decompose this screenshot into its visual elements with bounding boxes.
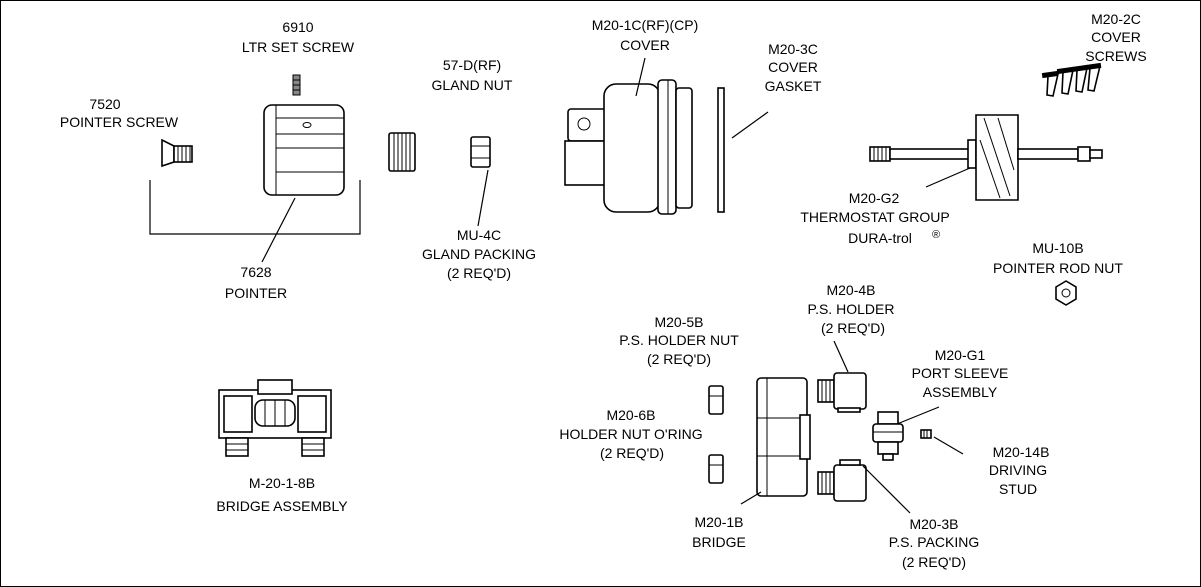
cover-screws-drawing	[1041, 62, 1102, 97]
set-screw-drawing	[292, 74, 301, 96]
ps-packing-drawing	[817, 459, 867, 502]
label-driving-stud: M20-14B DRIVING STUD	[989, 444, 1050, 497]
driving-stud-number: M20-14B	[993, 444, 1050, 460]
cover-drawing	[564, 79, 693, 215]
leader-pointer	[261, 197, 296, 263]
label-cover-gasket: M20-3C COVER GASKET	[765, 41, 822, 94]
bridge-drawing	[756, 377, 811, 497]
leader-driving-stud	[933, 436, 964, 455]
ps-holder-nut-drawing	[708, 385, 724, 415]
pointer-rod-nut-name: POINTER ROD NUT	[993, 260, 1123, 276]
ps-holder-drawing	[817, 372, 867, 413]
label-ps-holder: M20-4B P.S. HOLDER (2 REQ'D)	[808, 282, 895, 336]
label-port-sleeve: M20-G1 PORT SLEEVE ASSEMBLY	[912, 347, 1009, 400]
cover-gasket-drawing	[717, 87, 725, 213]
ps-holder-nut-number: M20-5B	[654, 314, 703, 330]
bridge-assembly-drawing	[218, 379, 332, 457]
cover-gasket-number: M20-3C	[768, 41, 818, 57]
gland-nut-number: 57-D(RF)	[443, 57, 501, 73]
gland-nut-drawing	[388, 132, 416, 172]
pointer-group-bracket	[149, 180, 361, 235]
driving-stud-drawing	[920, 429, 932, 439]
bridge-number: M20-1B	[694, 514, 743, 530]
cover-gasket-name-2: GASKET	[765, 78, 822, 94]
cover-screws-name-1: COVER	[1091, 29, 1141, 45]
label-holder-oring: M20-6B HOLDER NUT O'RING (2 REQ'D)	[559, 407, 702, 461]
pointer-name: POINTER	[225, 285, 287, 301]
cover-screws-number: M20-2C	[1091, 11, 1141, 27]
label-ps-packing: M20-3B P.S. PACKING (2 REQ'D)	[889, 516, 980, 570]
driving-stud-name-1: DRIVING	[989, 462, 1047, 478]
gland-packing-qty: (2 REQ'D)	[447, 265, 511, 281]
ps-holder-nut-name: P.S. HOLDER NUT	[619, 332, 739, 348]
gland-packing-number: MU-4C	[457, 227, 501, 243]
ps-holder-number: M20-4B	[826, 282, 875, 298]
ps-holder-name: P.S. HOLDER	[808, 301, 895, 317]
leader-ps-holder	[833, 340, 849, 373]
bridge-assembly-number: M-20-1-8B	[249, 475, 315, 491]
thermostat-number: M20-G2	[849, 190, 900, 206]
label-cover: M20-1C(RF)(CP) COVER	[592, 17, 699, 53]
leader-cover-gasket	[731, 111, 769, 139]
pointer-drawing	[263, 104, 345, 196]
label-ps-holder-nut: M20-5B P.S. HOLDER NUT (2 REQ'D)	[619, 314, 739, 367]
holder-oring-drawing	[708, 454, 724, 484]
cover-number: M20-1C(RF)(CP)	[592, 17, 699, 33]
label-bridge: M20-1B BRIDGE	[692, 514, 746, 550]
bridge-name: BRIDGE	[692, 534, 746, 550]
label-cover-screws: M20-2C COVER SCREWS	[1085, 11, 1146, 64]
gland-nut-name: GLAND NUT	[432, 77, 513, 93]
label-pointer-rod-nut: MU-10B POINTER ROD NUT	[993, 240, 1123, 276]
label-pointer-screw: 7520 POINTER SCREW	[60, 96, 179, 130]
bridge-assembly-name: BRIDGE ASSEMBLY	[216, 498, 348, 514]
label-gland-packing: MU-4C GLAND PACKING (2 REQ'D)	[422, 227, 536, 281]
ps-packing-qty: (2 REQ'D)	[902, 554, 966, 570]
ps-packing-name: P.S. PACKING	[889, 534, 980, 550]
set-screw-name: LTR SET SCREW	[242, 39, 355, 55]
leader-thermostat	[925, 167, 971, 188]
leader-gland-packing	[477, 169, 489, 227]
cover-screws-name-2: SCREWS	[1085, 48, 1146, 64]
pointer-screw-number: 7520	[89, 96, 120, 112]
port-sleeve-drawing	[872, 411, 904, 461]
gland-packing-drawing	[470, 136, 491, 168]
driving-stud-name-2: STUD	[999, 481, 1037, 497]
ps-holder-nut-qty: (2 REQ'D)	[647, 351, 711, 367]
pointer-rod-nut-drawing	[1055, 280, 1077, 306]
leader-ps-packing	[862, 465, 911, 514]
cover-name: COVER	[620, 37, 670, 53]
thermostat-name: THERMOSTAT GROUP	[800, 209, 949, 225]
ps-holder-qty: (2 REQ'D)	[821, 320, 885, 336]
pointer-screw-drawing	[161, 138, 193, 168]
ps-packing-number: M20-3B	[909, 516, 958, 532]
registered-mark: ®	[932, 229, 940, 241]
holder-oring-number: M20-6B	[606, 407, 655, 423]
gland-packing-name: GLAND PACKING	[422, 246, 536, 262]
pointer-rod-nut-number: MU-10B	[1032, 240, 1083, 256]
holder-oring-name: HOLDER NUT O'RING	[559, 426, 702, 442]
leader-port-sleeve	[896, 406, 940, 425]
port-sleeve-name-2: ASSEMBLY	[923, 384, 998, 400]
pointer-number: 7628	[240, 264, 271, 280]
label-gland-nut: 57-D(RF) GLAND NUT	[432, 57, 513, 93]
port-sleeve-number: M20-G1	[935, 347, 986, 363]
thermostat-brand: DURA-trol	[848, 230, 912, 246]
holder-oring-qty: (2 REQ'D)	[600, 445, 664, 461]
set-screw-number: 6910	[282, 19, 313, 35]
port-sleeve-name-1: PORT SLEEVE	[912, 365, 1009, 381]
label-pointer: 7628 POINTER	[225, 264, 287, 301]
leader-bridge	[740, 491, 762, 505]
cover-gasket-name-1: COVER	[768, 59, 818, 75]
thermostat-group-drawing	[869, 114, 1103, 201]
label-bridge-assembly: M-20-1-8B BRIDGE ASSEMBLY	[216, 475, 348, 514]
label-thermostat-group: M20-G2 THERMOSTAT GROUP DURA-trol ®	[800, 190, 949, 246]
leader-cover	[635, 57, 646, 97]
label-set-screw: 6910 LTR SET SCREW	[242, 19, 355, 55]
pointer-screw-name: POINTER SCREW	[60, 114, 179, 130]
